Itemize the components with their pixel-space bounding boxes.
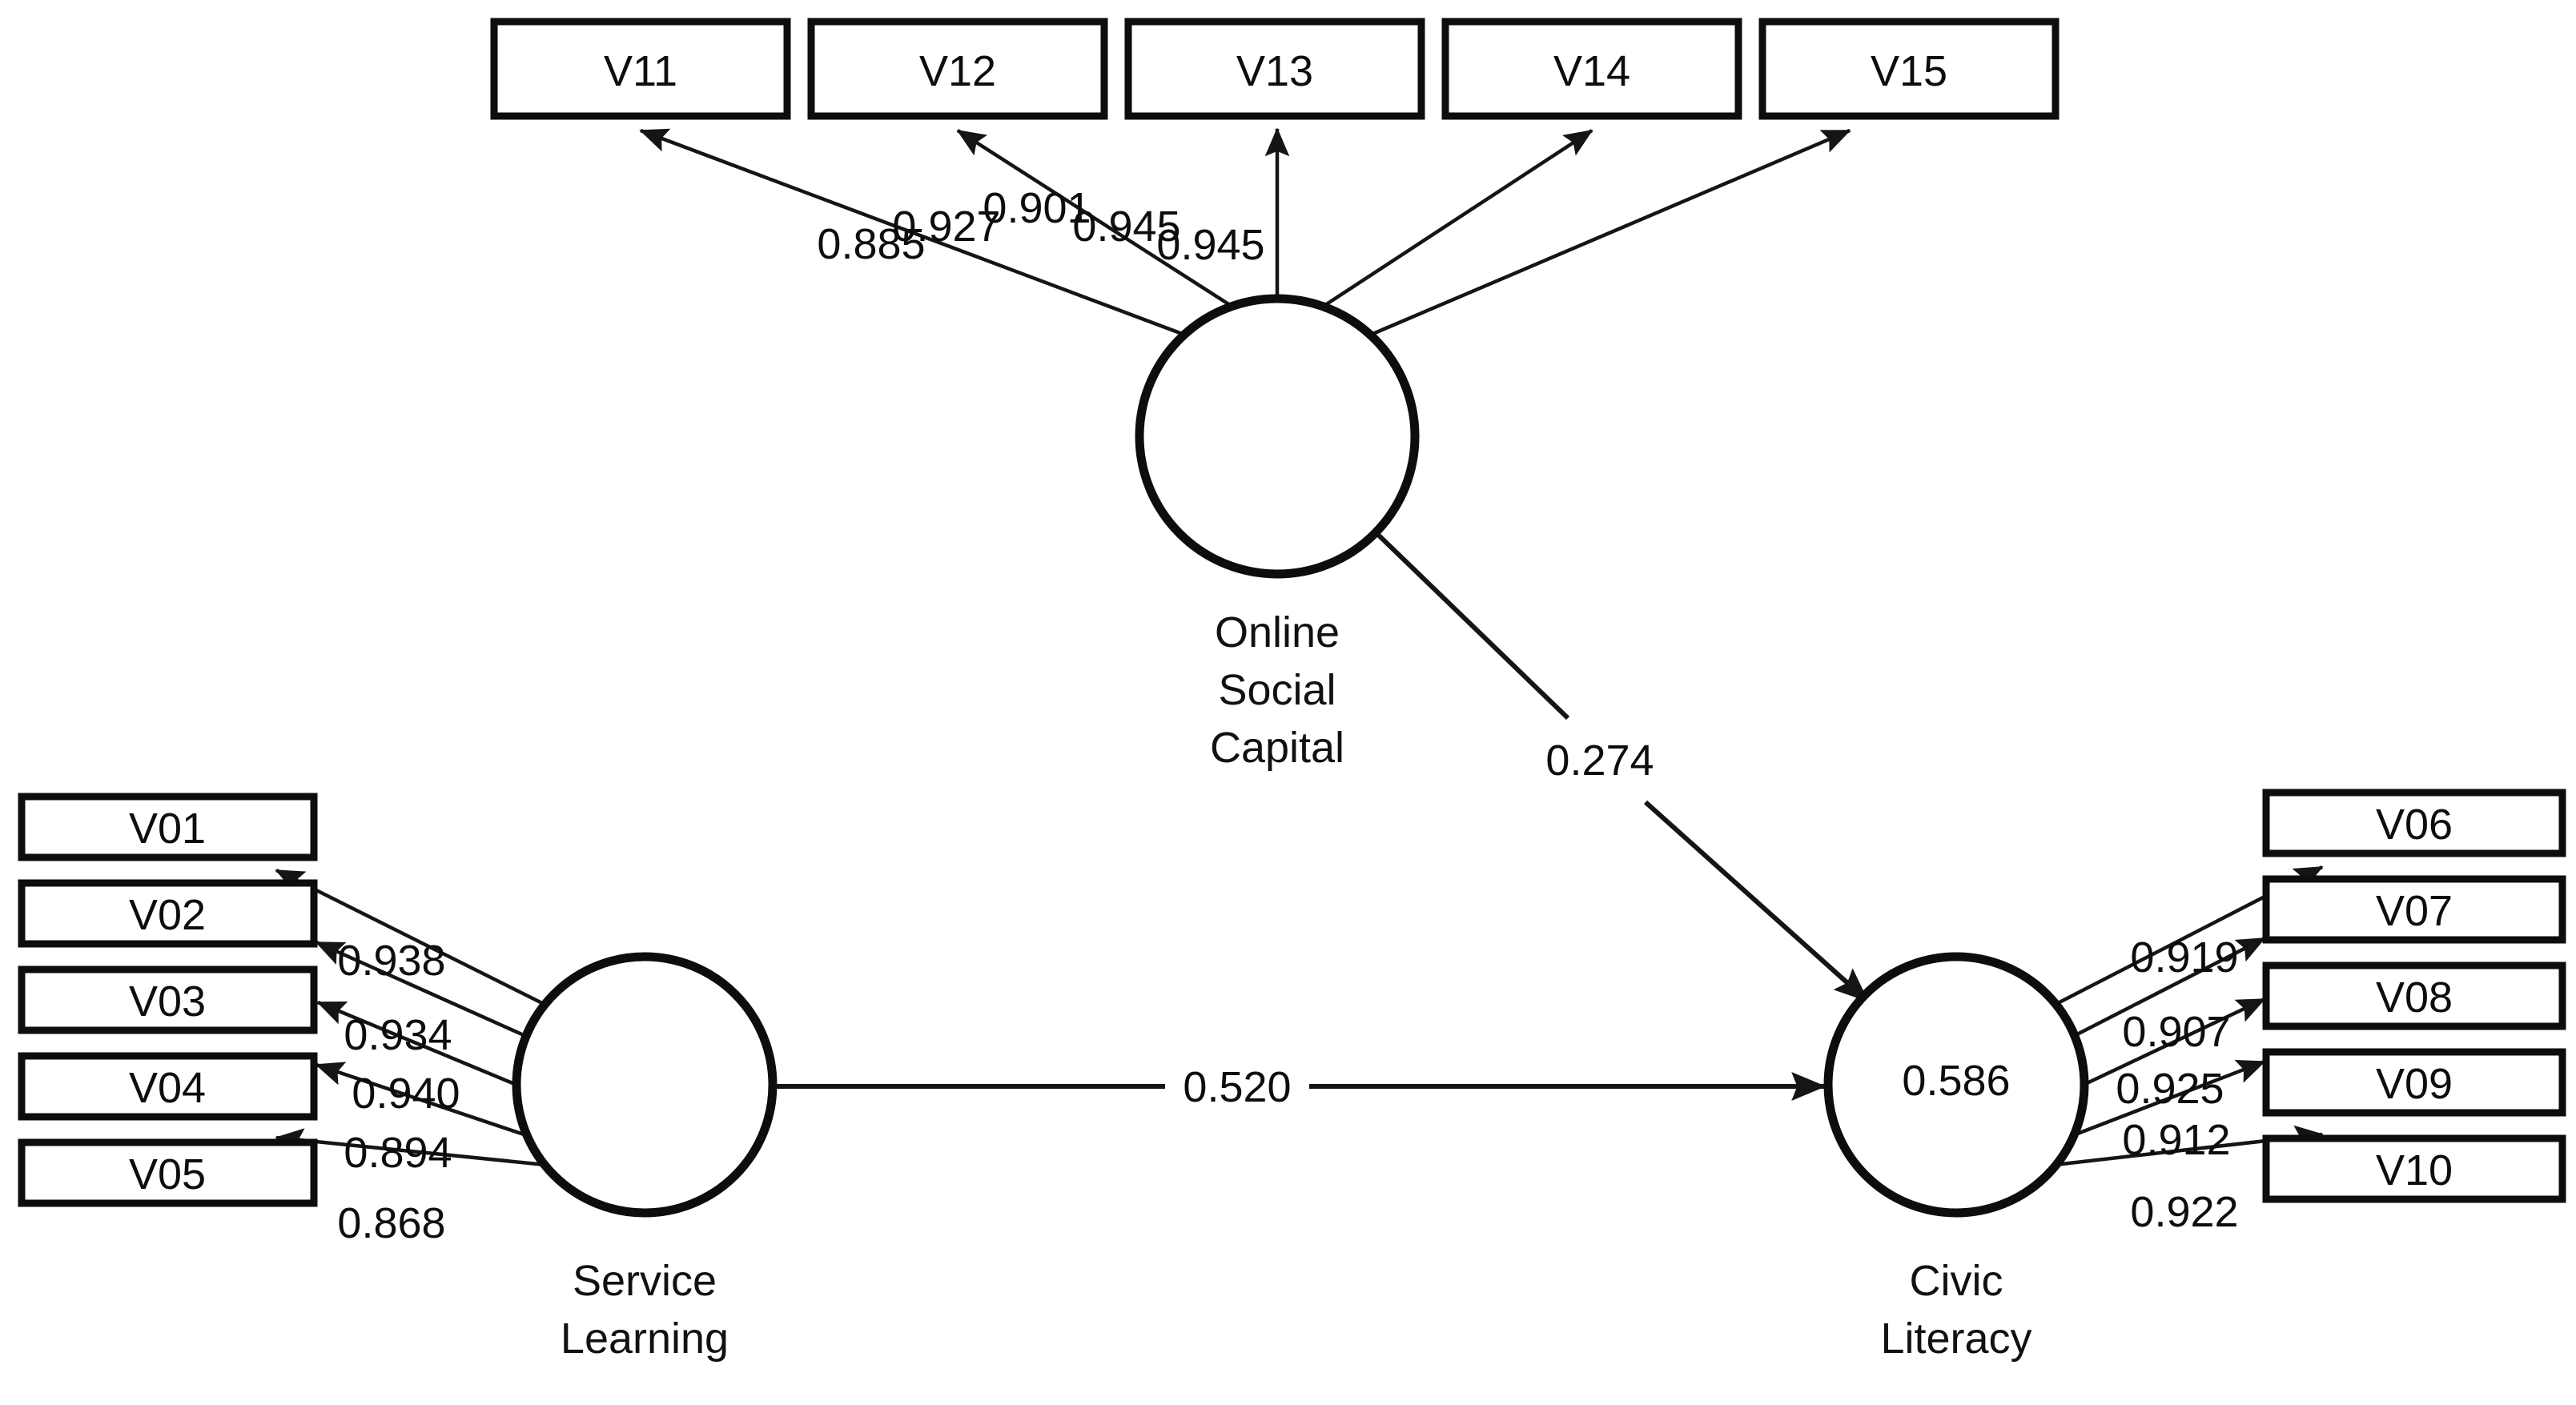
latent-circle[interactable] — [512, 952, 778, 1218]
r-squared-value: 0.586 — [1902, 1057, 2010, 1105]
loading-label-v15: 0.945 — [1156, 221, 1264, 269]
edge-cl-v07 — [2074, 936, 2266, 1038]
loading-label-v06: 0.919 — [2130, 933, 2238, 981]
path-label-sl-cl: 0.520 — [1183, 1063, 1291, 1111]
indicator-label: V02 — [129, 891, 206, 939]
indicator-label: V10 — [2376, 1146, 2453, 1194]
indicator-label: V07 — [2376, 887, 2453, 935]
loading-label-v04: 0.894 — [344, 1129, 452, 1177]
indicator-group-left: V01 V02 V03 V04 V05 — [18, 793, 318, 1207]
edge-sl-v05 — [275, 1128, 546, 1167]
latent-label-line1: Online — [1215, 608, 1340, 656]
loading-label-v03: 0.940 — [352, 1070, 460, 1118]
latent-civic-literacy[interactable]: 0.586 Civic Literacy — [1823, 952, 2089, 1363]
edges-structural — [774, 530, 1870, 1101]
indicator-label: V05 — [129, 1150, 206, 1198]
indicator-label: V01 — [129, 805, 206, 853]
indicator-box-v13[interactable]: V13 — [1124, 18, 1425, 120]
edges-sl-indicators — [275, 868, 547, 1167]
indicator-box-v11[interactable]: V11 — [490, 18, 791, 120]
indicator-box-v09[interactable]: V09 — [2262, 1048, 2566, 1117]
latent-label-line2: Learning — [561, 1315, 729, 1363]
loading-label-v12: 0.927 — [892, 203, 1000, 251]
indicator-box-v04[interactable]: V04 — [18, 1052, 318, 1121]
latent-label-line1: Service — [573, 1257, 717, 1305]
indicator-label: V15 — [1871, 47, 1947, 95]
edge-osc-v12 — [956, 129, 1232, 307]
loading-label-v09: 0.912 — [2122, 1116, 2230, 1164]
indicator-label: V06 — [2376, 801, 2453, 849]
loading-labels-left: 0.938 0.934 0.940 0.894 0.868 — [337, 937, 460, 1247]
indicator-box-v10[interactable]: V10 — [2262, 1134, 2566, 1203]
edge-cl-v09 — [2075, 1059, 2266, 1137]
edge-sl-v01 — [275, 868, 547, 1007]
loading-label-v01: 0.938 — [337, 937, 445, 985]
loading-label-v13: 0.901 — [983, 184, 1091, 232]
indicator-box-v14[interactable]: V14 — [1441, 18, 1742, 120]
latent-circle[interactable] — [1135, 294, 1420, 579]
edge-osc-cl-upper — [1373, 530, 1570, 721]
indicator-box-v05[interactable]: V05 — [18, 1138, 318, 1207]
indicator-box-v01[interactable]: V01 — [18, 793, 318, 861]
latent-circle[interactable] — [1823, 952, 2089, 1218]
edge-sl-v03 — [316, 1000, 517, 1087]
indicator-box-v15[interactable]: V15 — [1758, 18, 2060, 120]
edge-sl-v04 — [315, 1062, 524, 1137]
loading-labels-right: 0.919 0.907 0.925 0.912 0.922 — [2116, 933, 2238, 1236]
loading-label-v08: 0.925 — [2116, 1065, 2224, 1113]
path-coefficient-labels: 0.520 0.274 — [1183, 737, 1654, 1111]
latent-label-line2: Social — [1218, 666, 1336, 714]
loading-label-v10: 0.922 — [2130, 1188, 2238, 1236]
loading-label-v14: 0.945 — [1072, 203, 1180, 251]
latent-label-line2: Literacy — [1880, 1315, 2031, 1363]
indicator-label: V03 — [129, 977, 206, 1026]
loading-labels-top: 0.885 0.927 0.901 0.945 0.945 — [817, 184, 1264, 269]
loading-label-v11: 0.885 — [817, 220, 925, 268]
latent-label-line3: Capital — [1210, 724, 1344, 772]
edge-osc-cl-lower — [1643, 800, 1870, 1003]
indicator-box-v06[interactable]: V06 — [2262, 789, 2566, 857]
loading-label-v02: 0.934 — [344, 1011, 452, 1059]
loading-label-v07: 0.907 — [2122, 1008, 2230, 1056]
edges-osc-indicators — [639, 127, 1851, 337]
edge-cl-v08 — [2083, 997, 2266, 1087]
indicator-box-v03[interactable]: V03 — [18, 965, 318, 1034]
edge-sl-v02 — [315, 940, 524, 1038]
indicator-box-v08[interactable]: V08 — [2262, 961, 2566, 1030]
indicator-label: V13 — [1236, 47, 1313, 95]
latent-service-learning[interactable]: Service Learning — [512, 952, 778, 1363]
indicator-label: V11 — [604, 47, 677, 95]
loading-label-v05: 0.868 — [337, 1199, 445, 1247]
indicator-box-v12[interactable]: V12 — [807, 18, 1108, 120]
indicator-box-v07[interactable]: V07 — [2262, 875, 2566, 944]
indicator-group-top: V11 V12 V13 V14 V15 — [490, 18, 2060, 120]
indicator-label: V09 — [2376, 1060, 2453, 1108]
latent-label-line1: Civic — [1910, 1257, 2003, 1305]
edge-osc-v11 — [639, 128, 1185, 337]
edge-osc-v14 — [1324, 129, 1593, 307]
indicator-label: V12 — [919, 47, 996, 95]
indicator-label: V08 — [2376, 973, 2453, 1022]
indicator-label: V04 — [129, 1064, 206, 1112]
indicator-label: V14 — [1553, 47, 1630, 95]
path-label-osc-cl: 0.274 — [1545, 737, 1654, 785]
indicator-group-right: V06 V07 V08 V09 V10 — [2262, 789, 2566, 1203]
edge-osc-v15 — [1370, 128, 1851, 337]
latent-online-social-capital[interactable]: Online Social Capital — [1135, 294, 1420, 772]
indicator-box-v02[interactable]: V02 — [18, 879, 318, 948]
